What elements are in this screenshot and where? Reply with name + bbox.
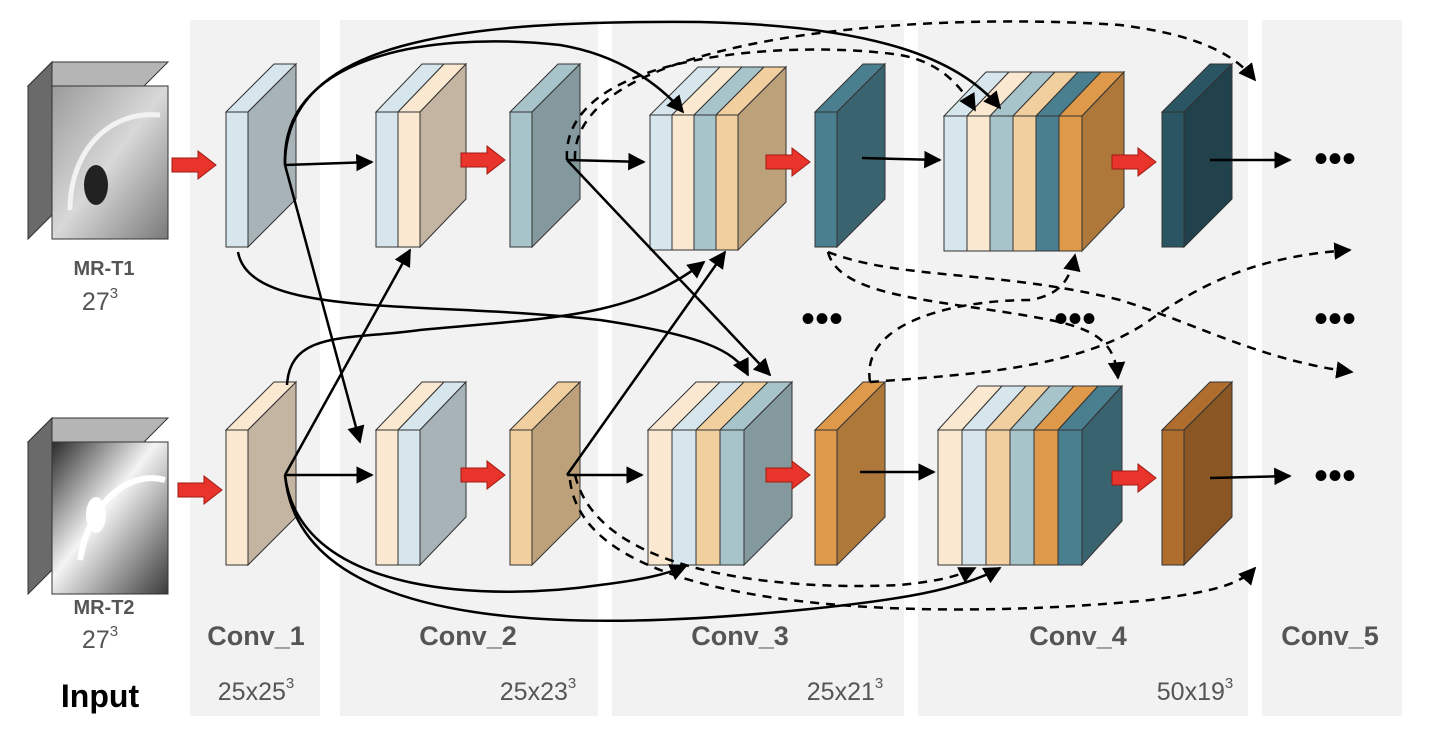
arrow-t2-c4-c5 bbox=[1209, 467, 1292, 486]
stage-title-conv5: Conv_5 bbox=[1281, 621, 1379, 651]
t2-name: MR-T2 bbox=[73, 597, 134, 619]
relu-arrow-c4-t1 bbox=[1111, 146, 1157, 178]
arrow-t1-c1-c2 bbox=[284, 153, 374, 172]
stage-size-conv4: 50x193 bbox=[1157, 675, 1233, 706]
labels: MR-T1 273 MR-T2 273 Input Conv_1 Conv_2 … bbox=[61, 258, 1379, 714]
block-c2-t2-out bbox=[508, 380, 582, 567]
block-c3-t1-concat bbox=[648, 65, 788, 252]
dashed-c2t1-c5t1 bbox=[573, 20, 1257, 161]
input-cube-t2 bbox=[26, 416, 170, 596]
block-c4-t1-out bbox=[1160, 62, 1234, 249]
ellipses: ••• ••• ••• ••• ••• bbox=[801, 137, 1356, 498]
t1-size: 273 bbox=[82, 285, 118, 316]
input-title: Input bbox=[61, 678, 140, 714]
arrow-skip-c1t1-c4t1 bbox=[283, 20, 1002, 166]
block-c3-t2-concat bbox=[646, 380, 794, 567]
ellipsis-mid-c2: ••• bbox=[801, 297, 843, 341]
dashed-c2t1-c4t1 bbox=[565, 48, 977, 161]
ellipsis-mid-c4: ••• bbox=[1054, 297, 1096, 341]
relu-arrow-c2-t2 bbox=[460, 459, 506, 491]
relu-arrows bbox=[171, 144, 1157, 506]
dashed-c2t2-c5t2 bbox=[568, 479, 1257, 611]
stage-title-conv2: Conv_2 bbox=[419, 621, 517, 651]
dashed-c3t2-c5-mid bbox=[869, 242, 1352, 384]
block-c4-t1-concat bbox=[942, 70, 1126, 253]
arrow-t1-c2-c3 bbox=[566, 152, 646, 171]
feature-blocks bbox=[224, 62, 1234, 567]
relu-arrow-input-t1 bbox=[171, 149, 217, 181]
arrow-cross-c2t1-c3t2 bbox=[566, 159, 772, 377]
arrow-skip-c1t2-c3t2 bbox=[283, 474, 688, 593]
dashed-c3t1-c5-mid bbox=[827, 250, 1354, 379]
arrow-t1-c3-c4 bbox=[861, 150, 942, 169]
arrow-cross-c2t2-c3t1 bbox=[565, 250, 727, 476]
block-c4-t2-concat bbox=[936, 384, 1124, 567]
dashed-c3t1-c4t2 bbox=[826, 251, 1126, 380]
connections bbox=[236, 20, 1354, 623]
ellipsis-t2-out: ••• bbox=[1314, 454, 1356, 498]
relu-arrow-c3-t2 bbox=[765, 459, 811, 491]
arrow-cross-c1t2-c2t1 bbox=[283, 248, 412, 476]
relu-arrow-input-t2 bbox=[177, 474, 223, 506]
stage-title-conv4: Conv_4 bbox=[1029, 621, 1127, 651]
ellipsis-t1-out: ••• bbox=[1314, 137, 1356, 181]
t2-size: 273 bbox=[82, 623, 118, 654]
block-c2-t1-concat bbox=[374, 62, 468, 249]
dashed-c3t2-c4t1 bbox=[868, 253, 1081, 383]
block-c2-t1-out bbox=[508, 62, 582, 249]
arrow-cross-c1t1-c2t2 bbox=[283, 164, 365, 444]
block-c1-t2 bbox=[224, 380, 298, 567]
relu-arrow-c2-t1 bbox=[460, 144, 506, 176]
stage-title-conv1: Conv_1 bbox=[207, 621, 305, 651]
relu-arrow-c3-t1 bbox=[765, 146, 811, 178]
ellipsis-mid-c5: ••• bbox=[1314, 297, 1356, 341]
stage-size-conv1: 25x253 bbox=[218, 675, 294, 706]
block-c3-t1-out bbox=[813, 62, 887, 249]
stage-size-conv2: 25x233 bbox=[500, 675, 576, 706]
dashed-c2t2-c4t2 bbox=[573, 474, 977, 588]
stage-size-conv3: 25x213 bbox=[807, 675, 883, 706]
arrow-skip-c1t1-c3t2 bbox=[236, 251, 750, 377]
relu-arrow-c4-t2 bbox=[1111, 462, 1157, 494]
input-cube-t1 bbox=[26, 60, 170, 241]
block-c1-t1 bbox=[224, 62, 298, 249]
t1-name: MR-T1 bbox=[73, 258, 134, 280]
arrow-skip-c1t2-c4t2 bbox=[283, 474, 1002, 623]
arrow-skip-c1t2-c3t1 bbox=[285, 260, 706, 386]
block-c2-t2-concat bbox=[374, 380, 468, 567]
block-c4-t2-out bbox=[1160, 380, 1234, 567]
stage-title-conv3: Conv_3 bbox=[691, 621, 789, 651]
block-c3-t2-out bbox=[813, 380, 887, 567]
